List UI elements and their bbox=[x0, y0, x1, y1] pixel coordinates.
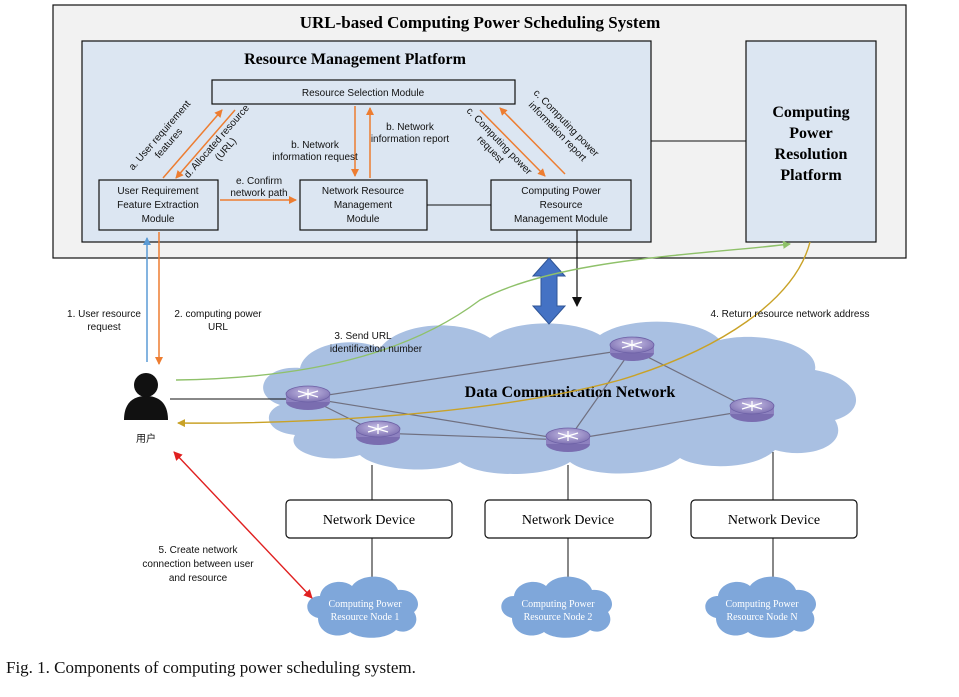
bidirectional-arrow-icon bbox=[531, 257, 567, 325]
resource-selection-module bbox=[211, 79, 516, 105]
resource-node-2: Computing Power Resource Node 2 bbox=[501, 576, 613, 638]
arrow-c-report bbox=[499, 107, 566, 175]
resource-node-2-line-1: Computing Power bbox=[521, 599, 595, 610]
router-icon-3 bbox=[355, 420, 401, 446]
user-req-line-2: Feature Extraction bbox=[117, 200, 199, 211]
label-b-rep-1: b. Network bbox=[386, 122, 435, 133]
resolution-line-1: Computing bbox=[772, 104, 849, 121]
resource-node-n: Computing Power Resource Node N bbox=[705, 576, 817, 638]
label-b-rep-2: information report bbox=[371, 134, 450, 145]
network-device-2-label: Network Device bbox=[522, 513, 614, 528]
user-req-line-1: User Requirement bbox=[117, 186, 198, 197]
network-resource-module bbox=[299, 179, 428, 231]
label-b-req-2: information request bbox=[272, 152, 358, 163]
step-4-label: 4. Return resource network address bbox=[711, 309, 870, 320]
resource-node-n-line-2: Resource Node N bbox=[726, 612, 797, 623]
step-3-line-1: 3. Send URL bbox=[334, 331, 392, 342]
figure-caption: Fig. 1. Components of computing power sc… bbox=[6, 658, 416, 677]
computing-mod-line-2: Resource bbox=[540, 200, 583, 211]
router-links bbox=[307, 348, 753, 441]
network-mod-line-3: Module bbox=[347, 214, 380, 225]
label-e-2: network path bbox=[230, 188, 287, 199]
step-2-line-2: URL bbox=[208, 322, 228, 333]
step-5-line-1: 5. Create network bbox=[159, 545, 239, 556]
resolution-line-3: Resolution bbox=[775, 146, 848, 163]
resolution-platform bbox=[745, 40, 877, 243]
resource-node-2-line-2: Resource Node 2 bbox=[524, 612, 593, 623]
label-b-req-1: b. Network bbox=[291, 140, 340, 151]
user-req-line-3: Module bbox=[142, 214, 175, 225]
user-label: 用户 bbox=[136, 432, 156, 445]
network-device-1-label: Network Device bbox=[323, 513, 415, 528]
system-title: URL-based Computing Power Scheduling Sys… bbox=[300, 13, 661, 32]
resolution-line-4: Platform bbox=[780, 167, 842, 184]
computing-mod-line-1: Computing Power bbox=[521, 186, 601, 197]
step-2-line-1: 2. computing power bbox=[174, 309, 262, 320]
network-device-3 bbox=[690, 499, 858, 539]
step-5-line-2: connection between user bbox=[142, 559, 254, 570]
network-mod-line-1: Network Resource bbox=[322, 186, 405, 197]
resource-node-1-line-2: Resource Node 1 bbox=[331, 612, 400, 623]
router-icon-2 bbox=[609, 336, 655, 362]
arrow-c-request bbox=[479, 109, 546, 177]
network-mod-line-2: Management bbox=[334, 200, 393, 211]
arrow-step-5 bbox=[173, 451, 313, 599]
computing-mod-line-3: Management Module bbox=[514, 214, 608, 225]
arrow-d bbox=[175, 109, 236, 179]
router-icon-5 bbox=[729, 397, 775, 423]
resource-node-1-line-1: Computing Power bbox=[328, 599, 402, 610]
network-cloud bbox=[263, 321, 857, 474]
router-icon-4 bbox=[545, 427, 591, 453]
user-icon bbox=[124, 373, 168, 420]
user-requirement-module bbox=[98, 179, 219, 231]
device-connectors bbox=[371, 452, 774, 578]
arrow-a bbox=[162, 109, 223, 179]
selection-label: Resource Selection Module bbox=[302, 88, 425, 99]
step-1-line-2: request bbox=[87, 322, 121, 333]
step-3-line-2: identification number bbox=[330, 344, 423, 355]
resource-node-n-line-1: Computing Power bbox=[725, 599, 799, 610]
arrow-step-3 bbox=[175, 240, 791, 381]
step-1-line-1: 1. User resource bbox=[67, 309, 141, 320]
label-e-1: e. Confirm bbox=[236, 176, 282, 187]
network-device-3-label: Network Device bbox=[728, 513, 820, 528]
rmp-title: Resource Management Platform bbox=[244, 51, 467, 68]
arrow-step-4 bbox=[177, 241, 811, 428]
step-5-line-3: and resource bbox=[169, 573, 228, 584]
resource-node-1: Computing Power Resource Node 1 bbox=[307, 576, 419, 638]
router-icon-1 bbox=[285, 385, 331, 411]
resolution-line-2: Power bbox=[789, 125, 833, 142]
